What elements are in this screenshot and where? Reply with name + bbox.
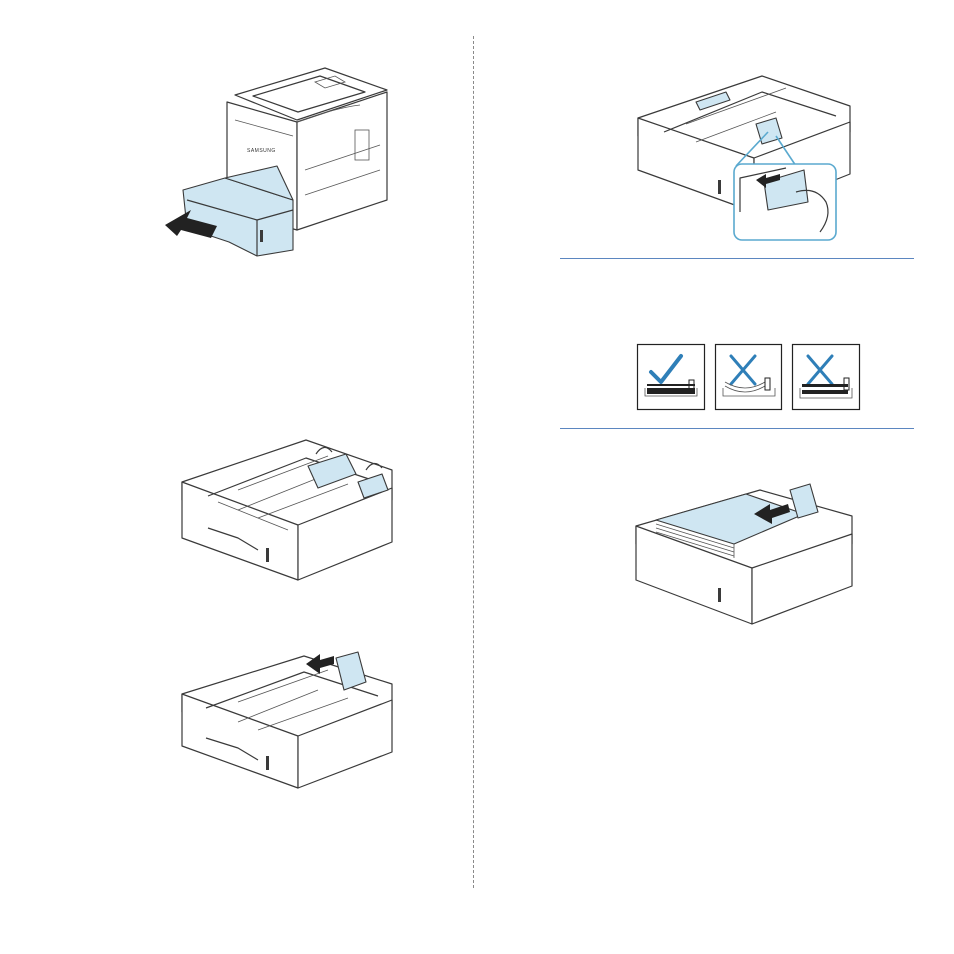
paper-correct-example xyxy=(637,344,705,410)
tray-length-guide-illustration xyxy=(178,648,398,788)
printer-brand-label: SAMSUNG xyxy=(247,148,276,154)
column-divider xyxy=(473,36,474,888)
paper-incorrect-example-2 xyxy=(792,344,860,410)
section-rule-bottom xyxy=(560,428,914,429)
printer-tray-insert-illustration: SAMSUNG xyxy=(165,60,395,240)
section-rule-top xyxy=(560,258,914,259)
tray-guides-illustration xyxy=(178,430,398,580)
tray-width-guide-illustration xyxy=(636,62,856,242)
paper-incorrect-example-1 xyxy=(715,344,782,410)
tray-paper-loaded-illustration xyxy=(634,484,858,624)
